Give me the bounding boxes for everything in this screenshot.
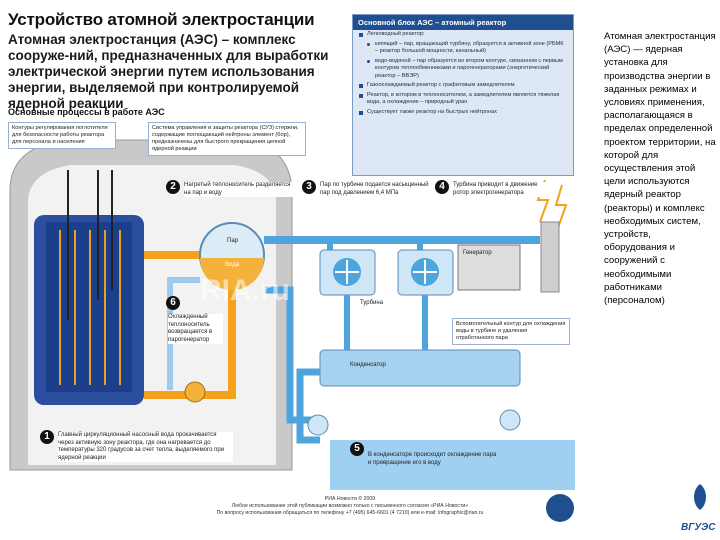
credit-line-2: Любое использование этой публикации возм…: [231, 503, 469, 509]
water-label: Вода: [225, 262, 240, 268]
vgues-logo-icon: ВГУЭС: [681, 484, 716, 533]
step-number-2: 2: [166, 180, 180, 194]
turbine-label: Турбина: [360, 300, 384, 306]
credit-text: РИА Новости © 2009 Любое использование э…: [150, 496, 550, 517]
steam-label: Пар: [227, 238, 238, 244]
generator: [457, 244, 521, 291]
step-5-note: В конденсаторе происходит охлаждение пар…: [368, 452, 498, 467]
info-item: Легководный реактор:: [353, 30, 573, 40]
info-item: кипящий – пар, вращающий турбину, образу…: [353, 40, 573, 57]
poster-title: Устройство атомной электростанции: [8, 10, 315, 29]
credit-line-1: РИА Новости © 2009: [324, 496, 376, 502]
step-4-note: Турбина приводит в движение ротор электр…: [453, 182, 548, 197]
reactor-info-box: Основной блок АЭС – атомный реактор Легк…: [352, 14, 574, 176]
info-item: водо-водяной – пар образуется во втором …: [353, 57, 573, 82]
step-number-5: 5: [350, 442, 364, 456]
infographic-poster: Устройство атомной электростанции Атомна…: [8, 10, 575, 522]
generator-label: Генератор: [463, 250, 492, 256]
step-number-3: 3: [302, 180, 316, 194]
cps-note: Система управления и защиты реактора (СУ…: [148, 122, 306, 156]
step-number-1: 1: [40, 430, 54, 444]
definition-text: Атомная электростанция (АЭС) — ядерная у…: [604, 31, 716, 307]
step-number-4: 4: [435, 180, 449, 194]
step-6-note: Охлажденный теплоноситель возвращается в…: [168, 314, 223, 344]
info-item: Существует также реактор на быстрых нейт…: [353, 108, 573, 118]
auxiliary-circuit-note: Вспомогательный контур для охлаждения во…: [452, 318, 570, 345]
step-3-note: Пар по турбине подается насыщенный пар п…: [320, 182, 430, 197]
watermark: RIA.ru: [200, 274, 290, 307]
plant-diagram: RIA.ru: [9, 139, 575, 522]
control-rods-note: Контуры регулирования поглотителя для бе…: [8, 122, 116, 149]
processes-subheading: Основные процессы в работе АЭС: [8, 107, 165, 117]
condenser: [319, 349, 521, 387]
feed-pump: [307, 414, 329, 436]
condenser-label: Конденсатор: [350, 362, 386, 368]
info-item: Реактор, в котором в теплоносителем, а з…: [353, 91, 573, 108]
poster-lead-text: Атомная электростанция (АЭС) – комплекс …: [8, 32, 329, 111]
logo-text: ВГУЭС: [681, 522, 716, 533]
info-item: Газоохлаждаемый реактор с графитовым зам…: [353, 81, 573, 91]
step-1-note: Главный циркуляционный насосный вода про…: [58, 432, 233, 462]
step-number-6: 6: [166, 296, 180, 310]
ria-emblem: [546, 494, 574, 522]
main-pump: [184, 381, 206, 403]
step-2-note: Нагретый теплоноситель разделяется на па…: [184, 182, 294, 197]
credit-line-3: По вопросу использования обращаться по т…: [216, 510, 484, 516]
info-box-header: Основной блок АЭС – атомный реактор: [353, 15, 573, 30]
cooling-pump: [499, 409, 521, 431]
